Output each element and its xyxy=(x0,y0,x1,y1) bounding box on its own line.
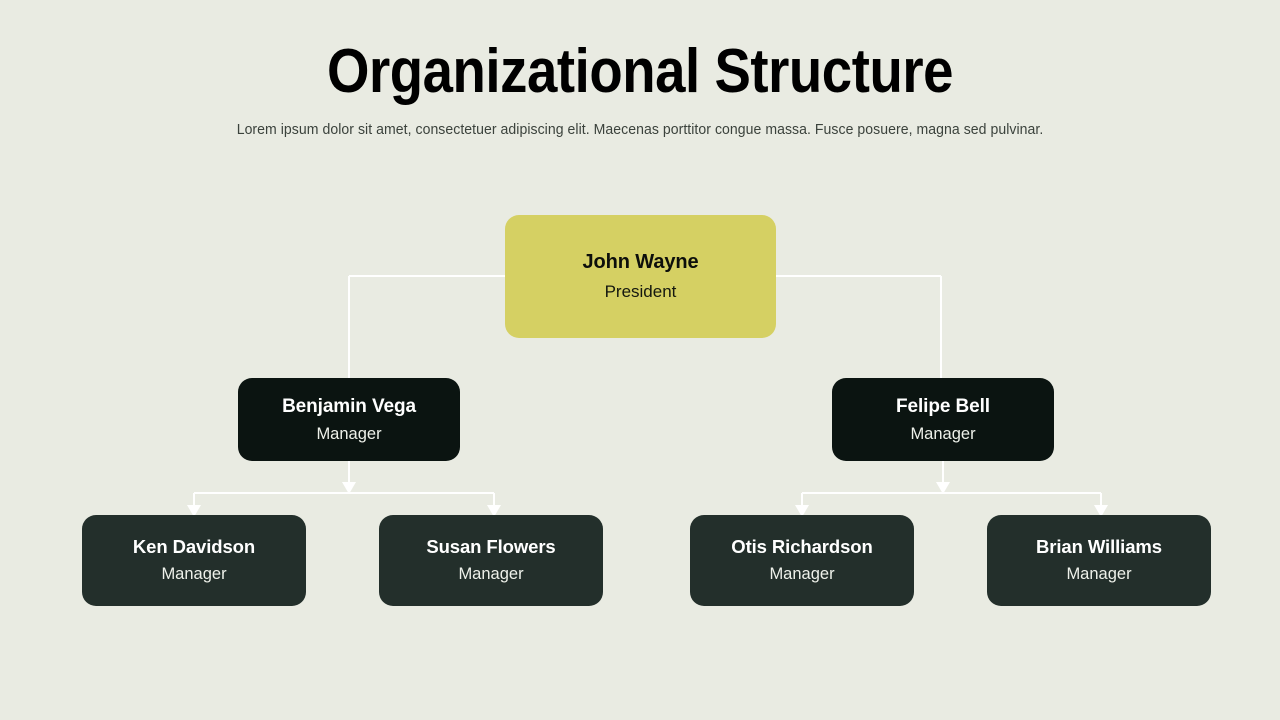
org-node-susan-flowers[interactable]: Susan Flowers Manager xyxy=(379,515,603,606)
org-node-felipe-bell[interactable]: Felipe Bell Manager xyxy=(832,378,1054,461)
org-node-name: Susan Flowers xyxy=(426,536,556,557)
org-node-president[interactable]: John Wayne President xyxy=(505,215,776,338)
org-node-role: Manager xyxy=(161,565,227,583)
org-node-otis-richardson[interactable]: Otis Richardson Manager xyxy=(690,515,914,606)
org-node-name: Brian Williams xyxy=(1036,536,1162,557)
slide-header: Organizational Structure Lorem ipsum dol… xyxy=(0,36,1280,140)
org-node-name: Benjamin Vega xyxy=(282,395,416,417)
org-node-ken-davidson[interactable]: Ken Davidson Manager xyxy=(82,515,306,606)
org-node-name: Ken Davidson xyxy=(132,536,256,557)
org-node-role: Manager xyxy=(458,565,524,583)
org-node-role: Manager xyxy=(316,424,382,443)
arrowhead-felipe-stem xyxy=(936,482,950,494)
org-node-role: Manager xyxy=(769,565,835,583)
org-node-benjamin-vega[interactable]: Benjamin Vega Manager xyxy=(238,378,460,461)
org-node-name: Otis Richardson xyxy=(731,536,873,557)
org-node-role: President xyxy=(604,282,677,301)
org-node-role: Manager xyxy=(1066,565,1132,583)
org-node-role: Manager xyxy=(910,424,976,443)
page-title: Organizational Structure xyxy=(326,37,954,106)
arrowhead-benjamin-stem xyxy=(342,482,356,494)
org-node-name: John Wayne xyxy=(582,251,699,273)
org-node-name: Felipe Bell xyxy=(896,395,990,417)
page-subtitle: Lorem ipsum dolor sit amet, consectetuer… xyxy=(236,122,1044,138)
org-node-brian-williams[interactable]: Brian Williams Manager xyxy=(987,515,1211,606)
